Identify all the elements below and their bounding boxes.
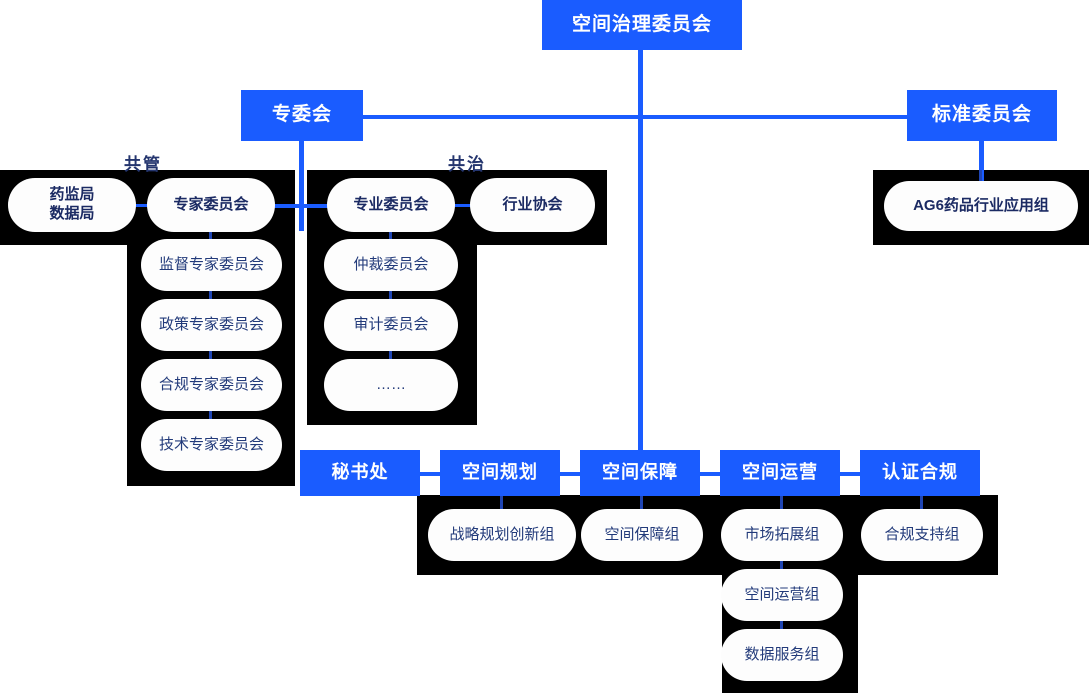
node-arbitration-committee[interactable]: 仲裁委员会 bbox=[324, 239, 458, 291]
node-compliance-expert-committee[interactable]: 合规专家委员会 bbox=[141, 359, 282, 411]
node-ellipsis-committee[interactable]: …… bbox=[324, 359, 458, 411]
caption-joint-management: 共管 bbox=[124, 155, 162, 174]
node-space-planning[interactable]: 空间规划 bbox=[440, 450, 560, 496]
node-label-line1: 药监局 bbox=[49, 186, 95, 204]
node-technical-expert-committee[interactable]: 技术专家委员会 bbox=[141, 419, 282, 471]
node-space-operations[interactable]: 空间运营 bbox=[720, 450, 840, 496]
connector-support-drop bbox=[640, 496, 643, 518]
connector-standards-drop bbox=[979, 141, 984, 186]
connector-planning-drop bbox=[500, 496, 503, 518]
node-secretariat[interactable]: 秘书处 bbox=[300, 450, 420, 496]
node-strategic-planning-innovation-group[interactable]: 战略规划创新组 bbox=[428, 509, 576, 561]
node-special-committee[interactable]: 专委会 bbox=[241, 90, 363, 141]
connector-to-expert-committee bbox=[270, 204, 304, 208]
node-market-expansion-group[interactable]: 市场拓展组 bbox=[721, 509, 843, 561]
node-ag6-pharma-industry-application-group[interactable]: AG6药品行业应用组 bbox=[884, 181, 1078, 231]
connector-zhuanweihui-drop bbox=[299, 141, 304, 231]
connector-root-trunk bbox=[638, 50, 643, 117]
node-space-operations-group[interactable]: 空间运营组 bbox=[721, 569, 843, 621]
connector-operations-drop bbox=[780, 496, 783, 518]
connector-to-professional-committee bbox=[299, 204, 339, 208]
node-compliance-support-group[interactable]: 合规支持组 bbox=[861, 509, 983, 561]
node-certification-compliance[interactable]: 认证合规 bbox=[860, 450, 980, 496]
node-industry-association[interactable]: 行业协会 bbox=[470, 178, 595, 232]
caption-joint-governance: 共治 bbox=[448, 155, 486, 174]
node-supervision-expert-committee[interactable]: 监督专家委员会 bbox=[141, 239, 282, 291]
node-root-governance-committee[interactable]: 空间治理委员会 bbox=[542, 0, 742, 50]
node-space-support-group[interactable]: 空间保障组 bbox=[581, 509, 703, 561]
node-drug-and-data-bureau[interactable]: 药监局 数据局 bbox=[8, 178, 136, 232]
node-standards-committee[interactable]: 标准委员会 bbox=[907, 90, 1057, 141]
node-audit-committee[interactable]: 审计委员会 bbox=[324, 299, 458, 351]
node-space-support[interactable]: 空间保障 bbox=[580, 450, 700, 496]
node-expert-committee[interactable]: 专家委员会 bbox=[147, 178, 275, 232]
node-policy-expert-committee[interactable]: 政策专家委员会 bbox=[141, 299, 282, 351]
node-data-service-group[interactable]: 数据服务组 bbox=[721, 629, 843, 681]
connector-level2-bar bbox=[302, 115, 984, 119]
connector-root-trunk-lower bbox=[638, 115, 643, 450]
node-label-line2: 数据局 bbox=[49, 205, 95, 222]
connector-professional-to-association bbox=[452, 204, 486, 207]
node-professional-committee[interactable]: 专业委员会 bbox=[327, 178, 455, 232]
connector-compliance-drop bbox=[920, 496, 923, 518]
